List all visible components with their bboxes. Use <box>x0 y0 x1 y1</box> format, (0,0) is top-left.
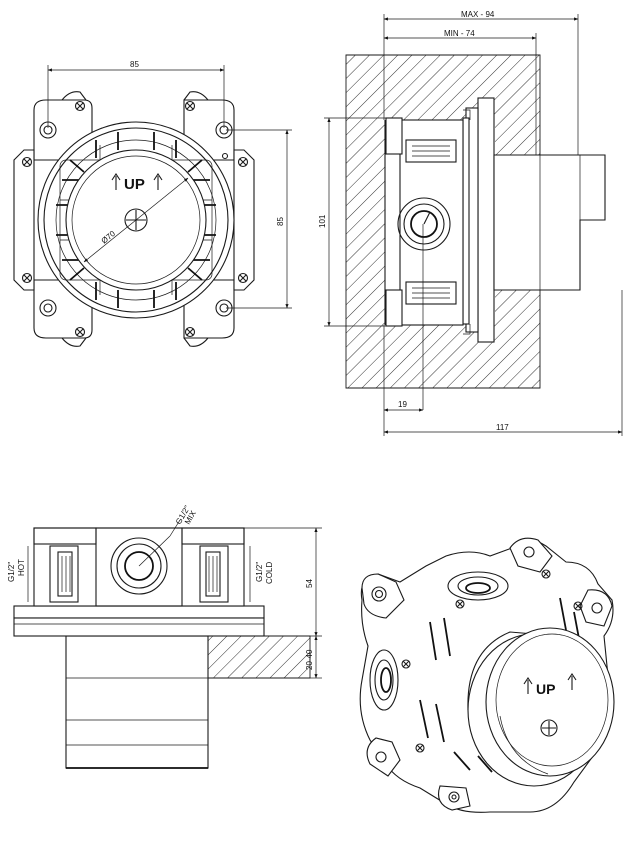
hot-connection-label: G1/2" <box>7 562 16 582</box>
top-height-dim: 54 <box>305 579 314 588</box>
side-section: MAX - 94 MIN - 74 101 19 117 <box>318 10 623 436</box>
up-label-iso: UP <box>536 681 555 697</box>
height-dim-side: 101 <box>318 214 327 228</box>
min-depth-dim: MIN - 74 <box>444 29 475 38</box>
hot-label: HOT <box>17 559 26 576</box>
width-dim: 85 <box>130 60 139 69</box>
up-label-front: UP <box>124 176 145 193</box>
max-depth-dim: MAX - 94 <box>461 10 495 19</box>
front-view: Ø70 UP 85 85 <box>13 60 292 347</box>
height-dim-front: 85 <box>276 217 285 226</box>
iso-view: UP <box>359 537 615 813</box>
cold-label: COLD <box>265 562 274 584</box>
cold-connection-label: G1/2" <box>255 562 264 582</box>
wall-range-dim: 20-40 <box>305 649 314 670</box>
top-view: G1/2" MIX G1/2" HOT G1/2" COLD 54 20-40 <box>7 504 322 769</box>
total-depth-dim: 117 <box>496 423 509 432</box>
offset-dim: 19 <box>398 400 407 409</box>
